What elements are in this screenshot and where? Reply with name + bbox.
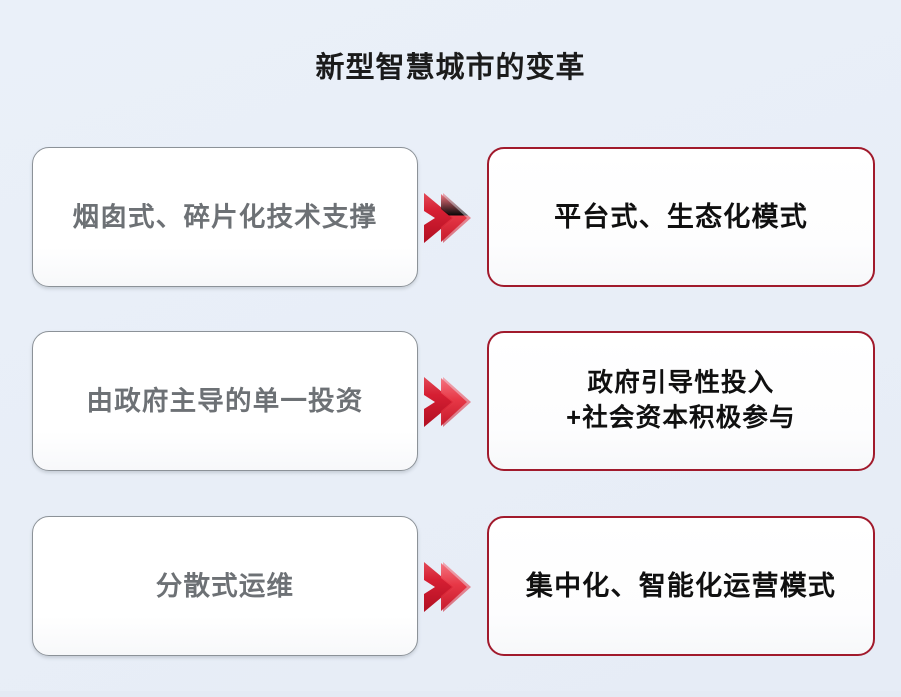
new-state-card-3[interactable]: 集中化、智能化运营模式 [487, 516, 875, 656]
new-state-label: 平台式、生态化模式 [554, 201, 808, 232]
old-state-card-2[interactable]: 由政府主导的单一投资 [32, 331, 418, 471]
old-state-card-1[interactable]: 烟囱式、碎片化技术支撑 [32, 147, 418, 287]
comparison-row: 分散式运维 [0, 516, 901, 658]
old-state-label: 烟囱式、碎片化技术支撑 [72, 202, 378, 232]
new-state-label: 政府引导性投入 +社会资本积极参与 [566, 369, 796, 432]
page-title: 新型智慧城市的变革 [315, 52, 586, 84]
double-chevron-right-icon [421, 190, 481, 246]
comparison-row: 烟囱式、碎片化技术支撑 [0, 147, 901, 289]
new-state-card-2[interactable]: 政府引导性投入 +社会资本积极参与 [487, 331, 875, 471]
new-state-card-1[interactable]: 平台式、生态化模式 [487, 147, 875, 287]
double-chevron-right-icon [421, 559, 481, 615]
double-chevron-right-icon [421, 374, 481, 430]
old-state-card-3[interactable]: 分散式运维 [32, 516, 418, 656]
old-state-label: 由政府主导的单一投资 [86, 386, 364, 416]
old-state-label: 分散式运维 [155, 571, 295, 601]
new-state-label: 集中化、智能化运营模式 [525, 570, 837, 601]
slide-bottom-edge [0, 691, 901, 697]
comparison-row: 由政府主导的单一投资 [0, 331, 901, 473]
